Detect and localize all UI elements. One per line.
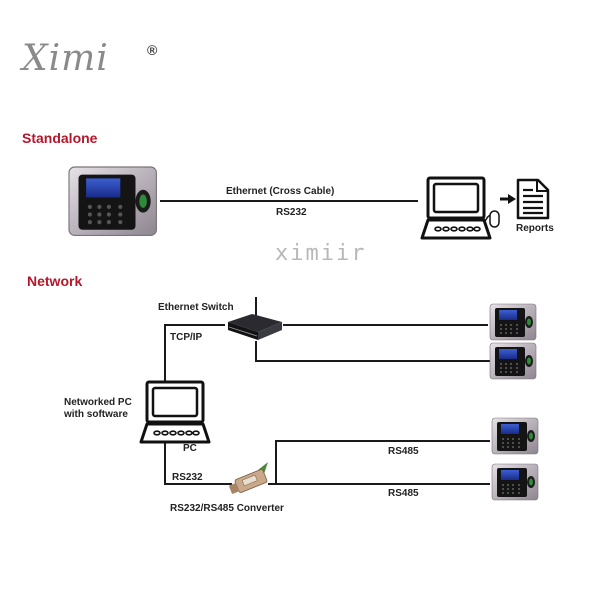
pc-label: PC: [183, 443, 197, 454]
ethernet-switch-icon: [228, 314, 282, 340]
standalone-title: Standalone: [22, 130, 98, 146]
switch-to-terminal-2-line: [255, 341, 490, 362]
network-terminal-1-icon: [489, 303, 537, 341]
reports-label: Reports: [516, 223, 554, 234]
tcpip-label: TCP/IP: [170, 332, 203, 343]
ethernet-cross-cable-label: Ethernet (Cross Cable): [226, 186, 335, 197]
arrow-right-icon: [500, 194, 516, 204]
mouse-icon: [489, 210, 500, 228]
tcpip-line: [164, 324, 225, 382]
pc-to-converter-line: [164, 440, 232, 485]
rs232-rs485-converter-icon: [229, 462, 268, 494]
network-terminal-2-icon: [489, 342, 537, 380]
standalone-terminal-icon: [68, 166, 158, 237]
networked-pc-label-line2: with software: [64, 409, 128, 420]
networked-pc-label-line1: Networked PC: [64, 397, 132, 408]
rs485-label-2: RS485: [388, 488, 419, 499]
ethernet-switch-label: Ethernet Switch: [158, 302, 234, 313]
network-terminal-4-icon: [491, 463, 539, 501]
standalone-rs232-label: RS232: [276, 207, 307, 218]
network-title: Network: [27, 273, 83, 289]
network-rs232-label: RS232: [172, 472, 203, 483]
network-lines: [164, 297, 490, 485]
converter-label: RS232/RS485 Converter: [170, 503, 284, 514]
watermark: ximiir: [275, 241, 367, 266]
brand-logo: Ximi: [22, 38, 109, 79]
converter-to-terminal-3-line: [275, 440, 490, 484]
rs485-label-1: RS485: [388, 446, 419, 457]
network-terminal-3-icon: [491, 417, 539, 455]
document-icon: [516, 178, 550, 220]
registered-mark: ®: [147, 42, 158, 58]
networked-pc-icon: [139, 380, 211, 444]
laptop-icon: [420, 176, 492, 240]
